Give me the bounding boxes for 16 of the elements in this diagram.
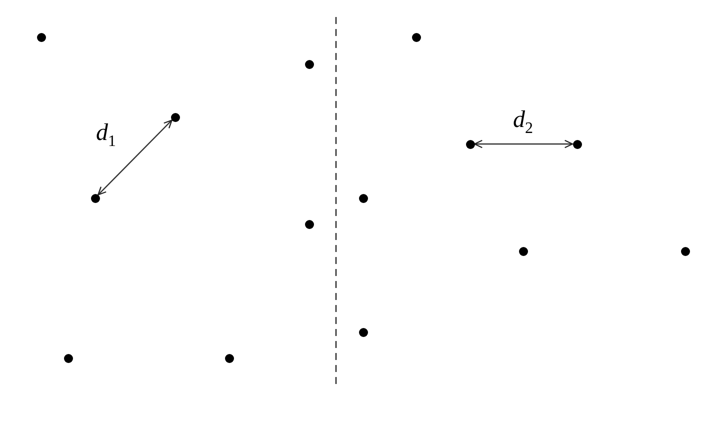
double-arrow	[474, 140, 574, 148]
point	[90, 194, 100, 202]
point	[36, 32, 46, 42]
point	[224, 354, 234, 362]
point	[64, 354, 72, 362]
point	[518, 246, 528, 256]
point	[358, 328, 368, 336]
point	[304, 220, 314, 228]
point	[466, 140, 474, 148]
point	[572, 140, 582, 148]
point	[680, 246, 690, 256]
point	[412, 32, 420, 42]
point	[304, 60, 314, 68]
point	[170, 112, 180, 122]
point	[358, 194, 368, 202]
double-arrow	[98, 120, 172, 196]
